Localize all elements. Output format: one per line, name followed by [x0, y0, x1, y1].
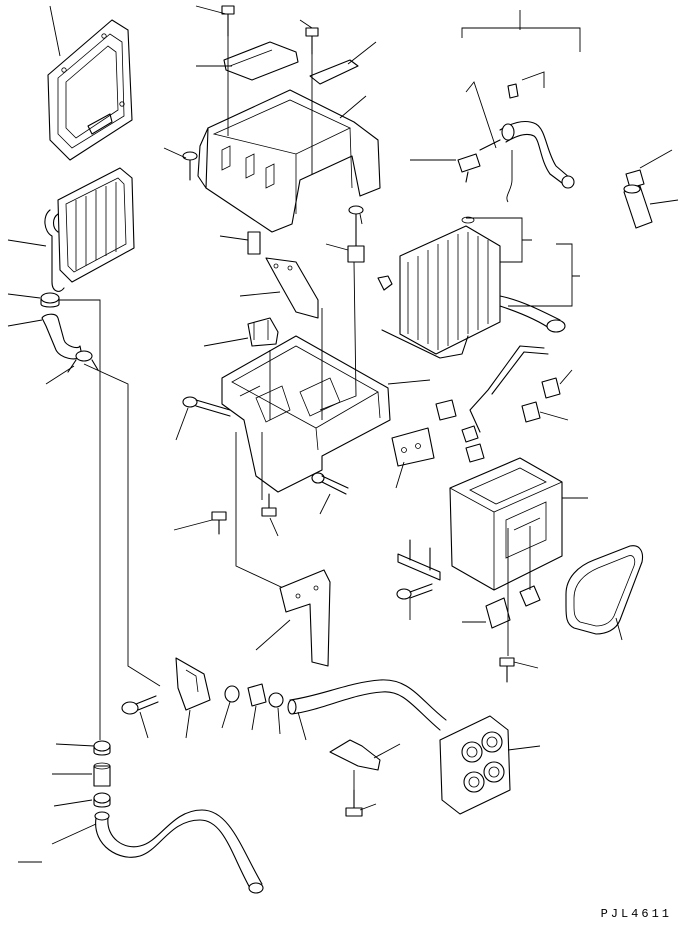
clamp-hose-2	[268, 692, 284, 708]
bracket-angled	[265, 257, 319, 319]
small-bracket-1	[247, 231, 261, 255]
heater-core-part	[44, 167, 135, 292]
expansion-valve	[457, 139, 501, 183]
sleeve-hose	[247, 683, 267, 707]
grommet-plate-part	[439, 715, 511, 815]
screw-left	[182, 151, 198, 181]
hose-clamp-lower-1	[93, 740, 111, 756]
hose-clamp-left-mid	[67, 350, 99, 373]
clip-bracket	[247, 317, 279, 347]
bolt-lower-1	[211, 511, 227, 535]
callout-leaders	[7, 5, 679, 863]
top-bracket-right	[309, 59, 359, 85]
filter-bracket	[397, 539, 441, 581]
pipe-valve-assembly	[499, 83, 575, 203]
bolt-lower-3	[311, 472, 349, 495]
bolt-hose-bracket	[121, 695, 159, 715]
sleeve-part	[623, 184, 653, 229]
stay-bracket	[279, 569, 331, 667]
filter-housing-part	[449, 457, 563, 591]
hose-sleeve-lower	[93, 762, 111, 787]
nut-small	[377, 275, 393, 291]
heater-hose-upper	[287, 679, 447, 731]
clamp-hose-1	[224, 685, 240, 703]
clip-lower	[329, 739, 381, 771]
upper-duct-cover-part	[197, 89, 381, 233]
hose-clamp-lower-2	[93, 792, 111, 808]
bracket-side-right	[391, 427, 435, 467]
cap-part	[625, 169, 645, 189]
hose-bracket	[175, 657, 211, 711]
bolt-top-2	[305, 27, 319, 55]
bolt-long-left	[182, 396, 231, 417]
evaporator-part	[381, 225, 566, 359]
hose-elbow-left	[41, 313, 83, 360]
bolt-clip-lower	[345, 789, 363, 817]
bolt-lower-2	[261, 493, 277, 517]
screw-mid	[347, 205, 365, 263]
top-bracket-small	[223, 41, 299, 81]
hose-clamp-left-top	[40, 292, 67, 308]
wiring-harness-part	[435, 345, 561, 463]
heater-hose-lower	[94, 809, 264, 894]
cover-plate-part	[47, 19, 133, 161]
filter-element-part	[565, 545, 644, 635]
lower-case-part	[221, 335, 391, 493]
o-ring	[461, 216, 475, 224]
bolt-filter-lower	[499, 657, 515, 683]
drawing-code: PJL4611	[600, 907, 672, 921]
bolt-filter	[396, 583, 433, 600]
filter-clip	[485, 585, 541, 629]
bolt-top-1	[221, 5, 235, 37]
